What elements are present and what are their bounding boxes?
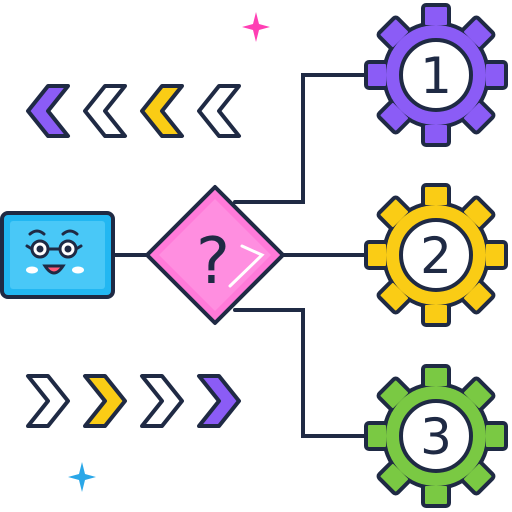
gear-icon [364, 183, 508, 327]
gear-3-label: 3 [420, 408, 452, 466]
right-chevron-icon [140, 374, 184, 428]
right-chevron-icon [197, 374, 241, 428]
gear-1: 1 [364, 3, 508, 147]
face-box [0, 211, 115, 299]
gear-icon [364, 364, 508, 508]
decision-diamond: ? [145, 185, 285, 325]
right-chevrons [26, 374, 241, 428]
right-chevron-icon [83, 374, 127, 428]
gear-icon [364, 3, 508, 147]
left-chevron-icon [140, 84, 184, 138]
left-chevron-icon [197, 84, 241, 138]
left-chevron-icon [83, 84, 127, 138]
gear-2-label: 2 [420, 227, 452, 285]
gear-2: 2 [364, 183, 508, 327]
left-chevrons [26, 84, 241, 138]
gear-1-label: 1 [420, 47, 452, 105]
sparkle-bottom-icon [68, 462, 96, 492]
connector-lines [111, 73, 380, 438]
question-icon: ? [196, 225, 230, 299]
left-chevron-icon [26, 84, 70, 138]
face-icon [25, 229, 83, 275]
right-chevron-icon [26, 374, 70, 428]
sparkle-top-icon [242, 12, 270, 42]
gear-3: 3 [364, 364, 508, 508]
